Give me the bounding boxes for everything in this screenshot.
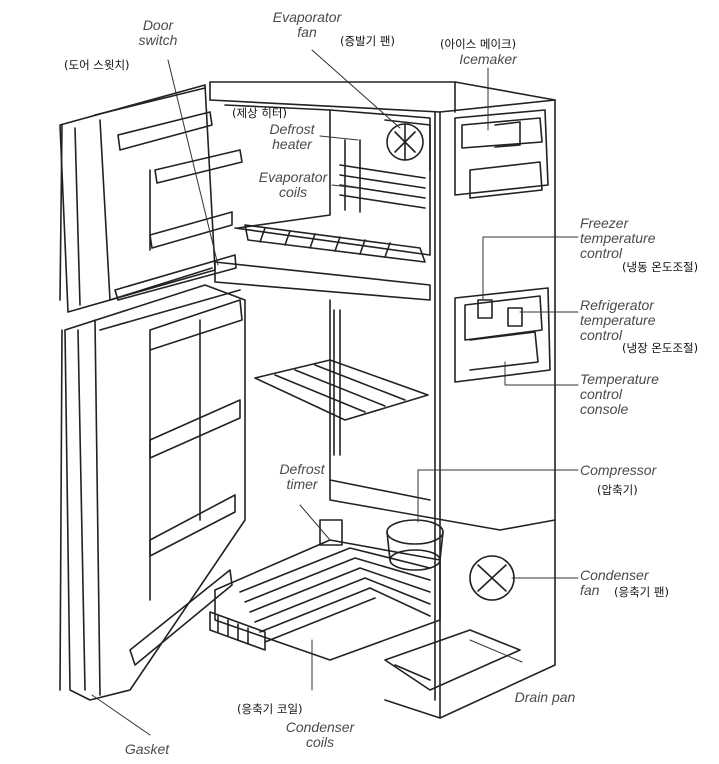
- evaporator-fan: [384, 119, 431, 171]
- label-freezer-temp: Freezer temperature control: [580, 215, 656, 261]
- cabinet: [209, 81, 556, 719]
- fresh-food-door: [59, 284, 246, 701]
- label-condenser-fan-ko: (응축기 팬): [614, 585, 669, 599]
- label-evaporator-coils: Evaporator coils: [258, 169, 328, 200]
- label-door-switch: Door switch: [138, 17, 178, 48]
- leader-temp-console: [504, 361, 579, 386]
- label-defrost-heater-ko: (제상 히터): [232, 106, 287, 120]
- label-refrigerator-temp-ko: (냉장 온도조절): [622, 341, 699, 355]
- label-icemaker-ko: (아이스 메이크): [440, 37, 517, 51]
- label-icemaker: Icemaker: [459, 51, 517, 67]
- label-temp-console: Temperature control console: [580, 371, 659, 417]
- leader-door-switch: [167, 59, 219, 266]
- freezer-door: [59, 84, 243, 313]
- leader-defrost-timer: [299, 504, 331, 541]
- leader-drain-pan: [469, 639, 523, 663]
- label-condenser-coils-ko: (응축기 코일): [237, 702, 303, 716]
- leader-lines: [91, 49, 579, 736]
- icemaker: [454, 109, 549, 199]
- leader-evaporator-fan: [311, 49, 401, 129]
- label-defrost-heater: Defrost heater: [269, 121, 315, 152]
- label-defrost-timer: Defrost timer: [279, 461, 325, 492]
- leader-freezer-temp: [482, 236, 579, 301]
- label-compressor-ko: (압축기): [597, 483, 638, 497]
- machine-compartment: [209, 479, 556, 691]
- label-evaporator-fan-ko: (증발기 팬): [340, 34, 395, 48]
- leader-gasket: [91, 694, 151, 736]
- label-refrigerator-temp: Refrigerator temperature control: [580, 297, 656, 343]
- label-door-switch-ko: (도어 스윗치): [64, 58, 130, 72]
- label-condenser-coils: Condenser coils: [285, 719, 355, 750]
- evaporator-coils: [339, 139, 426, 213]
- leader-compressor: [417, 469, 579, 523]
- leader-evaporator-coils: [331, 184, 359, 189]
- fresh-food-shelf: [254, 309, 429, 456]
- label-drain-pan: Drain pan: [514, 689, 576, 705]
- label-condenser-fan: Condenser fan: [580, 567, 649, 598]
- label-compressor: Compressor: [580, 462, 657, 478]
- label-gasket: Gasket: [124, 741, 170, 757]
- label-evaporator-fan: Evaporator fan: [272, 9, 342, 40]
- freezer-shelf: [244, 224, 426, 263]
- label-freezer-temp-ko: (냉동 온도조절): [622, 260, 699, 274]
- temperature-control-console: [454, 287, 551, 383]
- leader-defrost-heater: [319, 135, 359, 141]
